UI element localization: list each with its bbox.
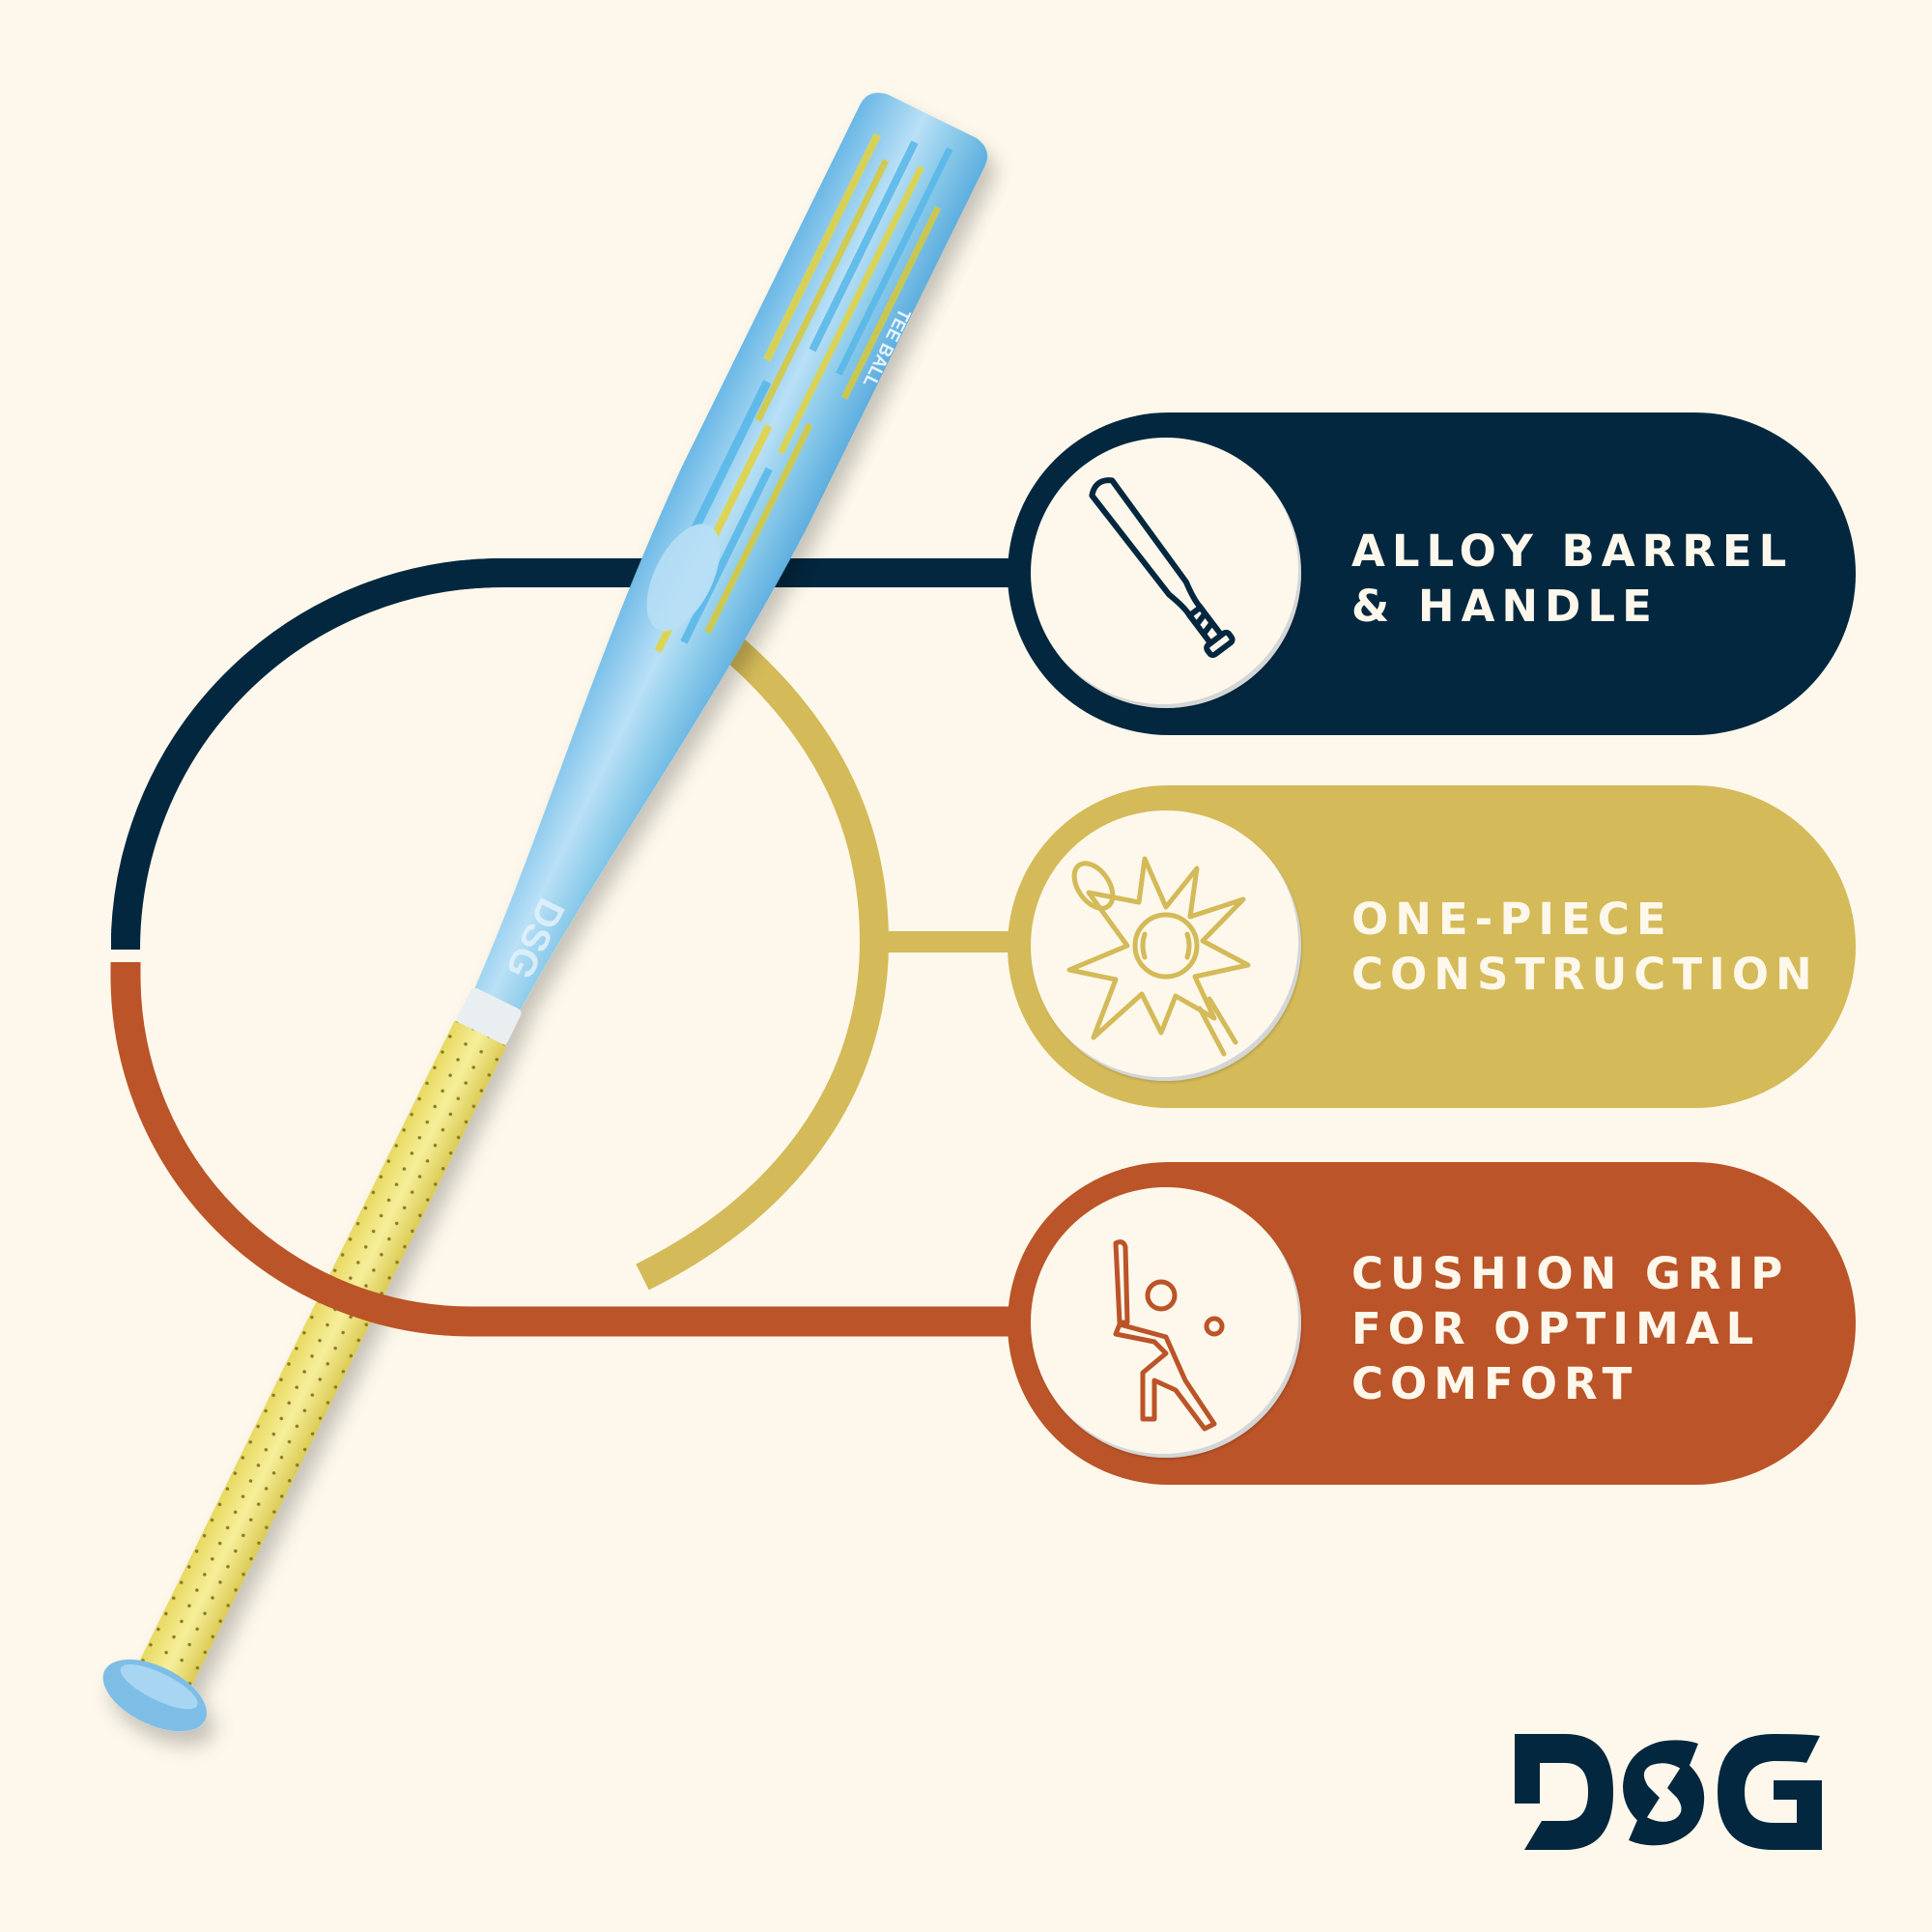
baseball-bat-icon	[1089, 477, 1236, 659]
orange-connector-arc	[110, 962, 1014, 1337]
feature-icon-disc	[1031, 810, 1301, 1081]
feature-pill-one-piece: ONE-PIECE CONSTRUCTION	[1008, 785, 1856, 1108]
batter-icon	[1113, 1239, 1225, 1432]
feature-icon-disc	[1031, 1187, 1301, 1458]
feature-label: ALLOY BARREL & HANDLE	[1351, 526, 1794, 632]
dsg-logo: DSG	[1515, 1734, 1822, 1850]
feature-icon-disc	[1031, 438, 1301, 708]
feature-label: CUSHION GRIP FOR OPTIMAL COMFORT	[1351, 1248, 1790, 1409]
feature-pill-cushion-grip: CUSHION GRIP FOR OPTIMAL COMFORT	[1008, 1162, 1856, 1485]
feature-label: ONE-PIECE CONSTRUCTION	[1351, 894, 1819, 1000]
ball-impact-icon	[1066, 856, 1251, 1057]
feature-pill-alloy: ALLOY BARREL & HANDLE	[1008, 412, 1856, 735]
